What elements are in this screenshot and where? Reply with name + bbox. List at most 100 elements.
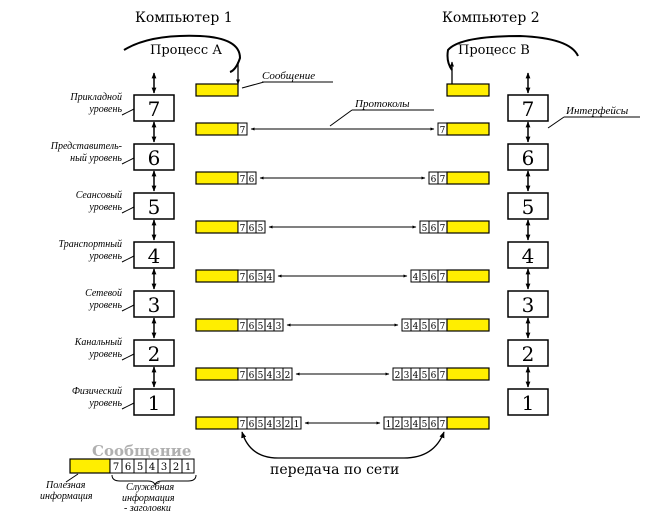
legend-payload-block [69,458,111,474]
packet-left-header-7: 7 [240,273,246,283]
legend-service-label-3: - заголовки [124,503,171,513]
layer-label-7-line2: уровень [88,104,122,115]
packet-left-payload [195,416,239,430]
layer-box-right-frame [507,192,549,220]
layer-number-left: 4 [148,244,161,268]
layer-label-leader [121,157,135,165]
layer-number-left: 3 [148,293,161,317]
legend-payload-label-2: информация [40,491,93,502]
layer-box-right-5: 5 [507,192,549,220]
legend-service-label-1: Служебная [126,482,175,493]
layer-box-left-3: 3 [133,290,175,318]
legend-service-brace [111,474,197,486]
layer-box-left-frame [133,339,175,367]
packet-left-header-5: 5 [258,322,264,332]
packet-left-payload [195,220,239,234]
layer-number-right: 4 [522,244,535,268]
layer-box-right-frame [507,388,549,416]
packet-right-header-7: 7 [440,322,446,332]
layer-box-right-frame [507,241,549,269]
layer-label-7-line1: Прикладной [69,92,122,103]
legend-payload-label-1: Полезная [45,480,86,491]
legend-header-4: 4 [149,462,155,473]
legend-header-1: 1 [185,462,191,473]
packet-right-header-7: 7 [440,420,446,430]
layer-label-2-line2: уровень [88,349,122,360]
packet-right-payload [446,269,490,283]
layer-box-left-frame [133,192,175,220]
layer-box-left-4: 4 [133,241,175,269]
protocols-leader [329,109,353,127]
legend-service-label-2: информация [122,493,175,504]
packet-left-header-2: 2 [285,420,291,430]
packet-left-header-4: 4 [267,371,273,381]
packet-left-header-4: 4 [267,420,273,430]
layer-label-3-line1: Сетевой [85,288,122,299]
protocols-annotation: Протоколы [354,98,410,110]
packet-right-header-3: 3 [404,371,410,381]
packet-left-header-7: 7 [240,175,246,185]
layer-label-6-line1: Представитель- [50,141,122,152]
packet-left-header-cell [246,171,257,185]
layer-label-6-line2: ный уровень [70,153,122,164]
packet-left-header-1: 1 [294,420,300,430]
packet-left-header-6: 6 [249,322,255,332]
layer-number-left: 5 [148,195,161,219]
legend-header-5: 5 [137,462,143,473]
packet-left-header-cell [237,122,248,136]
packet-right-header-6: 6 [431,224,437,234]
packet-left-header-cell [273,318,284,332]
layer-box-left-frame [133,290,175,318]
legend-title: Сообщение [92,442,191,460]
packet-left-header-6: 6 [249,420,255,430]
packet-left-header-2: 2 [285,371,291,381]
layer-box-right-frame [507,290,549,318]
packet-right-header-7: 7 [440,371,446,381]
computer-right-title: Компьютер 2 [442,10,540,26]
layer-box-right-7: 7 [507,94,549,122]
layer-box-right-3: 3 [507,290,549,318]
layer-box-left-frame [133,94,175,122]
packet-left-header-7: 7 [240,371,246,381]
packet-right-payload [446,171,490,185]
layer-label-3-line2: уровень [88,300,122,311]
packet-right-header-3: 3 [404,420,410,430]
layer-number-right: 3 [522,293,535,317]
layer-box-left-frame [133,388,175,416]
layer-box-right-frame [507,339,549,367]
computer-left-title: Компьютер 1 [135,10,233,26]
layer-number-left: 6 [148,146,161,170]
layer-number-right: 1 [522,391,535,415]
legend-header-6: 6 [125,462,131,473]
layer-number-left: 2 [148,342,161,366]
packet-right-header-2: 2 [395,420,401,430]
packet-left-header-5: 5 [258,420,264,430]
packet-left-header-6: 6 [249,371,255,381]
packet-right-header-5: 5 [422,273,428,283]
packet-left-payload [195,122,239,136]
interfaces-leader [547,116,565,129]
message-leader [241,81,265,89]
packet-right-header-7: 7 [440,224,446,234]
layer-number-right: 5 [522,195,535,219]
packet-right-header-4: 4 [413,420,419,430]
packet-left-payload [195,269,239,283]
packet-left-header-4: 4 [267,273,273,283]
layer-number-right: 7 [522,97,535,121]
layer-label-5-line2: уровень [88,202,122,213]
message-bar-right [446,83,490,97]
layer-box-left-5: 5 [133,192,175,220]
packet-right-header-3: 3 [404,322,410,332]
layer-number-right: 2 [522,342,535,366]
legend-header-2: 2 [173,462,179,473]
packet-right-payload [446,220,490,234]
layer-label-4-line2: уровень [88,251,122,262]
packet-right-header-6: 6 [431,273,437,283]
packet-right-header-4: 4 [413,371,419,381]
process-left-label: Процесс А [150,43,222,58]
message-bar-left [195,83,239,97]
packet-left-header-3: 3 [276,371,282,381]
